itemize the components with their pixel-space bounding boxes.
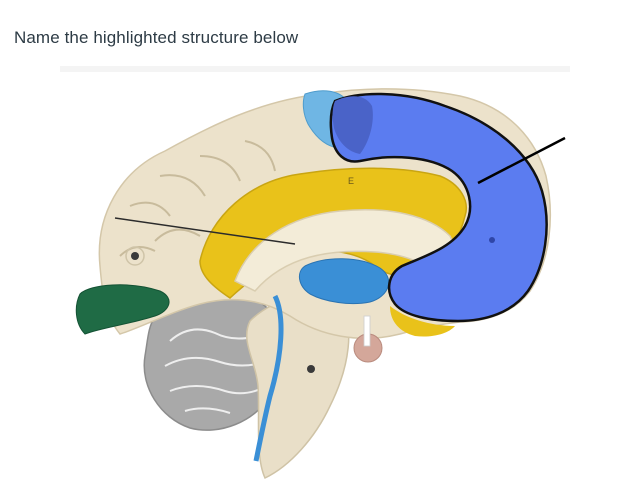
model-peg-dot xyxy=(131,252,139,260)
section-line xyxy=(114,217,296,245)
model-peg-ring xyxy=(125,246,145,266)
figure-top-edge xyxy=(60,66,570,72)
cerebral-aqueduct xyxy=(253,294,284,462)
pituitary-stalk xyxy=(363,315,371,347)
third-ventricle xyxy=(298,258,390,305)
lower-yellow-strip xyxy=(390,306,455,337)
model-peg-dot-2 xyxy=(307,365,315,373)
highlighted-frontal-region xyxy=(329,92,548,323)
occipital-region-green xyxy=(75,284,170,335)
highlight-dot xyxy=(489,237,495,243)
label-letter-e: E xyxy=(348,176,354,186)
gyri-lines xyxy=(119,140,276,257)
brain-figure: E xyxy=(60,66,580,482)
question-prompt: Name the highlighted structure below xyxy=(14,28,299,47)
highlight-overlap xyxy=(332,96,373,154)
pointer-line xyxy=(477,136,566,185)
brain-model-image: E xyxy=(60,66,570,480)
cerebellum-folia xyxy=(164,328,271,414)
